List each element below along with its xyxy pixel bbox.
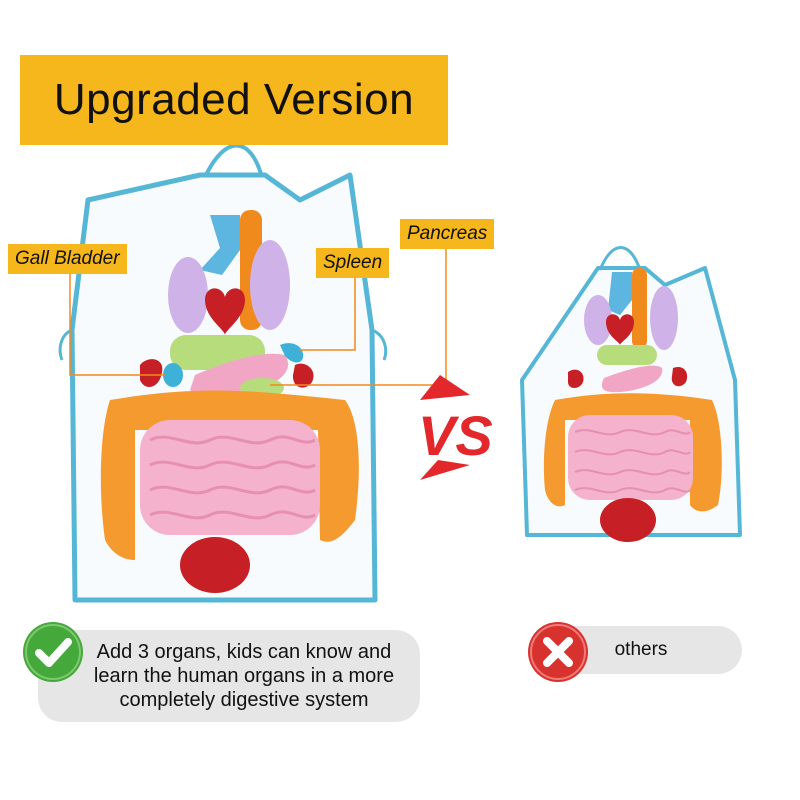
left-lung-organ: [168, 257, 208, 333]
banner-title: Upgraded Version: [53, 75, 415, 124]
upgraded-feature-pill: Add 3 organs, kids can know and learn th…: [38, 630, 420, 722]
upgraded-version-banner: Upgraded Version: [20, 55, 448, 145]
left-kidney-organ: [140, 359, 163, 387]
upgraded-feature-text: Add 3 organs, kids can know and learn th…: [93, 641, 395, 711]
spleen-organ: [280, 343, 304, 363]
vs-mark: VS: [418, 375, 493, 480]
small-intestine-organ: [140, 420, 320, 535]
spleen-label: Spleen: [316, 248, 390, 278]
gall-bladder-label: Gall Bladder: [8, 244, 127, 274]
vs-text: VS: [418, 404, 493, 467]
others-apron: [520, 246, 742, 542]
cross-icon: [528, 622, 588, 682]
bladder-organ: [180, 537, 250, 593]
check-icon: [23, 622, 83, 682]
heart-organ: [205, 288, 245, 335]
pancreas-label: Pancreas: [400, 219, 495, 249]
right-kidney-organ: [292, 363, 314, 388]
right-lung-organ: [250, 240, 290, 330]
gall-bladder-organ: [163, 363, 183, 387]
others-text: others: [614, 639, 668, 660]
upgraded-apron: [58, 143, 388, 603]
trachea-organ: [200, 215, 240, 275]
